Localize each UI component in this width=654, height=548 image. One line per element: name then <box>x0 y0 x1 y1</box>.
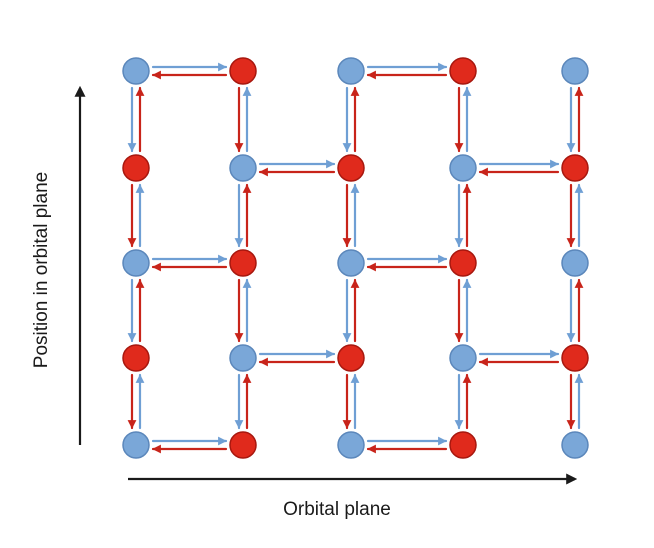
satellite-node-red-r3-c4 <box>561 344 589 372</box>
satellite-node-blue-r2-c0 <box>122 249 150 277</box>
satellite-node-blue-r3-c3 <box>449 344 477 372</box>
satellite-node-blue-r0-c0 <box>122 57 150 85</box>
satellite-node-red-r0-c3 <box>449 57 477 85</box>
satellite-node-blue-r0-c4 <box>561 57 589 85</box>
satellite-node-red-r0-c1 <box>229 57 257 85</box>
satellite-node-red-r3-c2 <box>337 344 365 372</box>
satellite-node-red-r1-c4 <box>561 154 589 182</box>
satellite-node-red-r3-c0 <box>122 344 150 372</box>
satellite-node-blue-r2-c2 <box>337 249 365 277</box>
satellite-node-red-r4-c3 <box>449 431 477 459</box>
satellite-node-red-r2-c3 <box>449 249 477 277</box>
y-axis-label: Position in orbital plane <box>31 172 52 368</box>
satellite-node-blue-r1-c1 <box>229 154 257 182</box>
satellite-node-blue-r4-c0 <box>122 431 150 459</box>
satellite-node-red-r1-c0 <box>122 154 150 182</box>
satellite-node-red-r4-c1 <box>229 431 257 459</box>
satellite-node-blue-r4-c4 <box>561 431 589 459</box>
satellite-node-blue-r4-c2 <box>337 431 365 459</box>
satellite-node-red-r2-c1 <box>229 249 257 277</box>
x-axis-label: Orbital plane <box>283 499 391 520</box>
satellite-node-blue-r0-c2 <box>337 57 365 85</box>
satellite-node-red-r1-c2 <box>337 154 365 182</box>
satellite-node-blue-r1-c3 <box>449 154 477 182</box>
satellite-node-blue-r2-c4 <box>561 249 589 277</box>
nodes-layer <box>122 57 589 459</box>
links-layer <box>127 62 584 454</box>
satellite-node-blue-r3-c1 <box>229 344 257 372</box>
